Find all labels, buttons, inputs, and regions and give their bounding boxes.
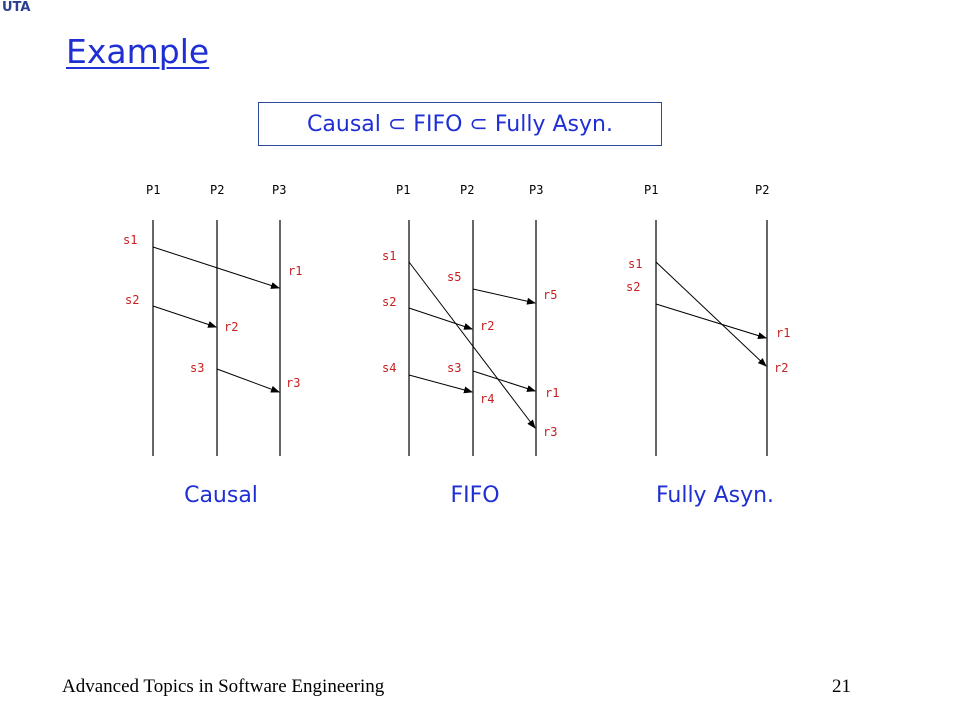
causal-label-r2: r2 — [224, 320, 238, 334]
fifo-message-s5-r5 — [472, 288, 536, 305]
fifo-label-r1: r1 — [545, 386, 559, 400]
causal-caption: Causal — [184, 483, 258, 508]
slide-title: Example — [66, 32, 210, 71]
fifo-label-r2: r2 — [480, 319, 494, 333]
fifo-message-s3-r1 — [472, 370, 536, 392]
fifo-message-s1-r3 — [408, 261, 536, 429]
causal-message-1 — [152, 246, 280, 289]
fifo-p1-label: P1 — [396, 183, 410, 197]
fully-asyn-label-s2: s2 — [626, 280, 640, 294]
causal-label-r3: r3 — [286, 376, 300, 390]
fifo-message-s2-r2 — [408, 307, 473, 330]
causal-message-3 — [216, 368, 280, 393]
fifo-label-s3: s3 — [447, 361, 461, 375]
fifo-label-r4: r4 — [480, 392, 494, 406]
fifo-caption: FIFO — [450, 483, 499, 508]
fifo-diagram: P1 P2 P3 s1 s5 r5 s2 r2 s4 s3 r1 r4 r3 F… — [382, 183, 559, 508]
fifo-label-s1: s1 — [382, 249, 396, 263]
fully-asyn-diagram: P1 P2 s1 s2 r1 r2 Fully Asyn. — [626, 183, 790, 508]
footer-course-name: Advanced Topics in Software Engineering — [62, 676, 385, 697]
fully-asyn-label-r2: r2 — [774, 361, 788, 375]
relation-box: Causal ⊂ FIFO ⊂ Fully Asyn. — [258, 102, 662, 146]
fully-asyn-message-s1-r2 — [655, 261, 767, 367]
fully-asyn-p1-label: P1 — [644, 183, 658, 197]
fully-asyn-label-r1: r1 — [776, 326, 790, 340]
causal-p3-label: P3 — [272, 183, 286, 197]
footer-page-number: 21 — [832, 676, 851, 697]
fifo-label-r3: r3 — [543, 425, 557, 439]
fully-asyn-label-s1: s1 — [628, 257, 642, 271]
fully-asyn-caption: Fully Asyn. — [656, 483, 774, 508]
causal-label-s2: s2 — [125, 293, 139, 307]
fully-asyn-p2-label: P2 — [755, 183, 769, 197]
fifo-label-s4: s4 — [382, 361, 396, 375]
causal-diagram: P1 P2 P3 s1 r1 s2 r2 s3 r3 Causal — [123, 183, 302, 508]
causal-p1-label: P1 — [146, 183, 160, 197]
fifo-p3-label: P3 — [529, 183, 543, 197]
causal-p2-label: P2 — [210, 183, 224, 197]
fifo-label-s5: s5 — [447, 270, 461, 284]
fifo-p2-label: P2 — [460, 183, 474, 197]
uta-logo: UTA — [2, 0, 31, 15]
causal-message-2 — [152, 305, 217, 328]
fifo-label-r5: r5 — [543, 288, 557, 302]
fully-asyn-message-s2-r1 — [655, 303, 767, 339]
causal-label-r1: r1 — [288, 264, 302, 278]
causal-label-s1: s1 — [123, 233, 137, 247]
causal-label-s3: s3 — [190, 361, 204, 375]
fifo-label-s2: s2 — [382, 295, 396, 309]
fifo-message-s4-r4 — [408, 374, 473, 394]
